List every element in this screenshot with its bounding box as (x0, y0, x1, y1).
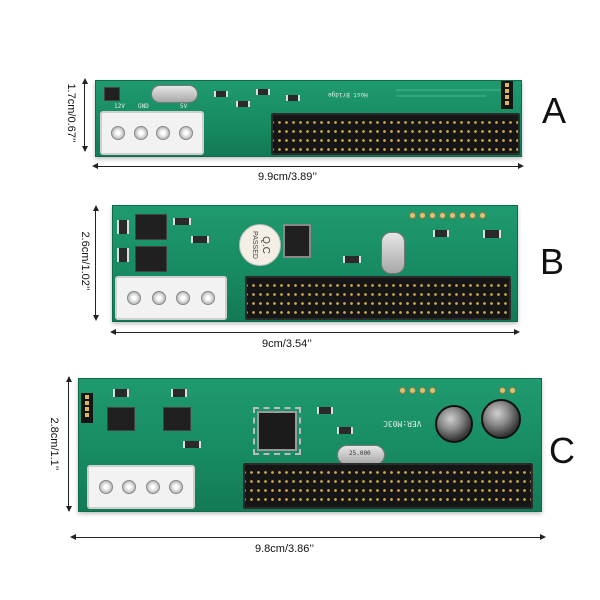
jumper-header-a (501, 81, 513, 109)
arrow-up-icon (93, 205, 99, 211)
ide-connector-c (243, 463, 533, 509)
width-dim-line-a (96, 166, 520, 167)
height-dim-line-b (95, 207, 96, 319)
height-dim-label-c: 2.8cm/1.1’’ (48, 417, 60, 471)
height-dim-label-a: 1.7cm/0.67’’ (65, 83, 77, 143)
height-dim-label-b: 2.6cm/1.02’’ (79, 231, 91, 291)
pcb-board-c: 25.000 VER:M03C (78, 378, 542, 512)
arrow-up-icon (82, 78, 88, 84)
regulator-chip-b2 (135, 246, 167, 272)
crystal-oscillator-a (151, 85, 198, 103)
jumper-header-c (81, 393, 93, 423)
width-dim-line-c (74, 537, 542, 538)
arrow-down-icon (66, 506, 72, 512)
smd-component (183, 441, 201, 448)
arrow-left-icon (70, 534, 76, 540)
pcb-board-b: Q.C PASSED (112, 205, 518, 322)
smd-component (236, 101, 250, 107)
pin-icon (200, 291, 215, 305)
arrow-down-icon (82, 146, 88, 152)
silk-version: VER:M03C (383, 419, 422, 428)
qc-passed-sticker: Q.C PASSED (239, 224, 281, 266)
regulator-chip-c2 (163, 407, 191, 431)
molex-power-connector-c (87, 465, 195, 509)
smd-component (191, 236, 209, 243)
capacitor-c1 (435, 405, 473, 443)
label-b: B (540, 241, 565, 282)
height-dim-line-c (68, 378, 69, 510)
panel-c: 2.8cm/1.1’’ 25.000 VER:M03C 9.8cm/3.86’’ (0, 360, 600, 560)
pin-icon (98, 480, 113, 494)
panel-a: 1.7cm/0.67’’ 12V GND 5V Host Bridge 9.9c… (0, 60, 600, 183)
width-dim-label-a: 9.9cm/3.89’’ (258, 171, 318, 183)
width-dim-line-b (114, 332, 516, 333)
crystal-oscillator-b (381, 232, 405, 274)
arrow-up-icon (66, 376, 72, 382)
smd-component (173, 218, 191, 225)
bridge-chip-b (283, 224, 311, 258)
silk-5v: 5V (180, 103, 188, 110)
capacitor-c2 (481, 399, 521, 439)
pin-icon (169, 480, 184, 494)
bridge-chip-c (253, 407, 301, 455)
pin-icon (122, 480, 137, 494)
smd-component (117, 220, 129, 234)
panel-b: 2.6cm/1.02’’ Q.C PASSED (0, 195, 600, 355)
smd-component (337, 427, 353, 434)
arrow-left-icon (92, 163, 98, 169)
pin-icon (110, 126, 125, 140)
smd-component (286, 95, 300, 101)
silk-gnd: GND (138, 103, 149, 110)
width-dim-label-c: 9.8cm/3.86’’ (255, 543, 315, 555)
regulator-chip-a (104, 87, 120, 101)
height-dim-line-a (84, 80, 85, 150)
regulator-chip-c1 (107, 407, 135, 431)
pin-icon (145, 480, 160, 494)
label-c: C (549, 430, 575, 471)
arrow-right-icon (518, 163, 524, 169)
silk-crystal: 25.000 (349, 450, 371, 457)
smd-component (113, 389, 129, 397)
silk-host-bridge: Host Bridge (328, 91, 368, 98)
pin-icon (127, 291, 142, 305)
arrow-down-icon (93, 315, 99, 321)
pin-icon (133, 126, 148, 140)
arrow-right-icon (540, 534, 546, 540)
width-dim-label-b: 9cm/3.54’’ (262, 338, 312, 350)
smd-component (256, 89, 270, 95)
molex-power-connector-b (115, 276, 227, 320)
silk-12v: 12V (114, 103, 125, 110)
smd-component (317, 407, 333, 414)
smd-component (117, 248, 129, 262)
pin-icon (179, 126, 194, 140)
pin-icon (156, 126, 171, 140)
arrow-left-icon (110, 329, 116, 335)
smd-component (171, 389, 187, 397)
smd-component (214, 91, 228, 97)
label-a: A (542, 90, 567, 131)
pin-icon (151, 291, 166, 305)
smd-component (343, 256, 361, 263)
molex-power-connector-a (100, 111, 204, 155)
smd-component (433, 230, 449, 237)
regulator-chip-b1 (135, 214, 167, 240)
pcb-board-a: 12V GND 5V Host Bridge (95, 80, 522, 157)
smd-component (483, 230, 501, 238)
pin-icon (176, 291, 191, 305)
ide-connector-a (271, 113, 520, 155)
arrow-right-icon (514, 329, 520, 335)
ide-connector-b (245, 276, 511, 320)
